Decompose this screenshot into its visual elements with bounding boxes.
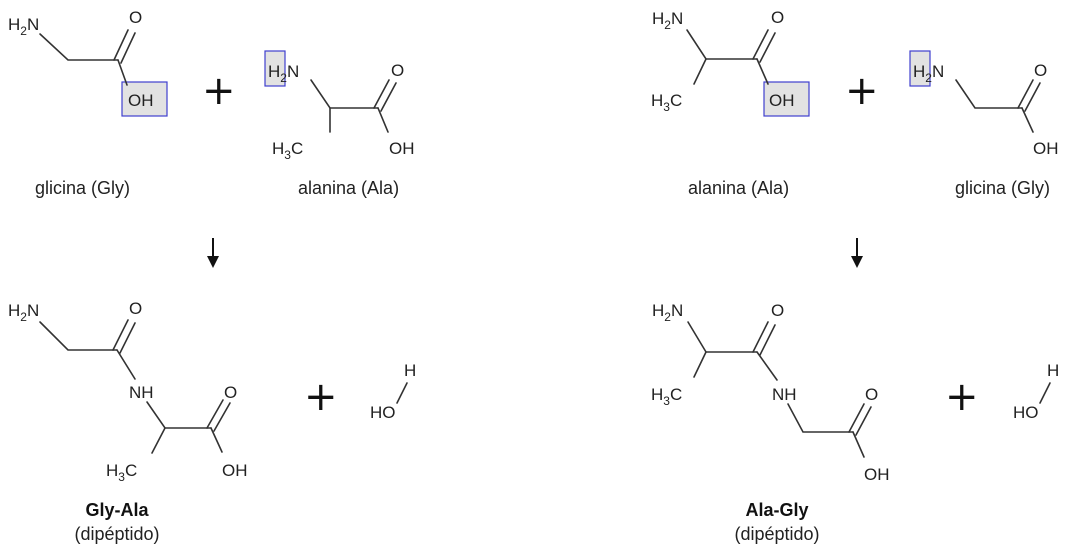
water-ho-label: HO: [1013, 403, 1039, 422]
hydroxyl-label: OH: [769, 91, 795, 110]
hydroxyl-label: OH: [1033, 139, 1059, 158]
h-highlight-box: [264, 50, 286, 87]
water-ho-label: HO: [370, 403, 396, 422]
glycine-molecule-right: H2N O OH: [909, 50, 1059, 158]
carbonyl-oxygen-label: O: [391, 61, 404, 80]
amino-group-label: H2N: [8, 15, 39, 38]
ala-gly-molecule: H2N O H3C NH O OH: [651, 301, 890, 484]
hydroxyl-label: OH: [864, 465, 890, 484]
hydroxyl-label: OH: [389, 139, 415, 158]
reaction-arrow-left: [207, 238, 219, 268]
carbonyl-oxygen-label: O: [771, 8, 784, 27]
carbonyl-oxygen-label: O: [129, 299, 142, 318]
amino-group-label: H2N: [268, 62, 299, 85]
reactant2-name: alanina (Ala): [298, 178, 399, 198]
amide-nh-label: NH: [772, 385, 797, 404]
plus-sign: +: [845, 68, 879, 114]
glycine-molecule-left: H2N O OH: [8, 8, 168, 117]
plus-sign: +: [304, 374, 338, 420]
product-type: (dipéptido): [734, 524, 819, 544]
reaction-arrow-right: [851, 238, 863, 268]
reactant1-name: alanina (Ala): [688, 178, 789, 198]
oh-highlight-box: [121, 81, 168, 117]
hydroxyl-label: OH: [222, 461, 248, 480]
alanine-molecule-left: H2N O H3C OH: [264, 50, 415, 162]
plus-sign: +: [945, 374, 979, 420]
water-h-label: H: [1047, 361, 1059, 380]
methyl-label: H3C: [651, 385, 682, 408]
hydroxyl-label: OH: [128, 91, 154, 110]
product-name: Ala-Gly: [745, 500, 808, 520]
water-h-label: H: [404, 361, 416, 380]
carbonyl-oxygen-label: O: [771, 301, 784, 320]
product-type: (dipéptido): [74, 524, 159, 544]
carbonyl-oxygen-label: O: [1034, 61, 1047, 80]
h-highlight-box: [909, 50, 931, 87]
reactant1-name: glicina (Gly): [35, 178, 130, 198]
alanine-molecule-right: H2N O H3C OH: [651, 8, 810, 117]
plus-sign: +: [202, 68, 236, 114]
carboxyl-oxygen-label: O: [224, 383, 237, 402]
amino-group-label: H2N: [8, 301, 39, 324]
methyl-label: H3C: [651, 91, 682, 114]
water-molecule-left: H HO: [370, 361, 416, 422]
carboxyl-oxygen-label: O: [865, 385, 878, 404]
amino-group-label: H2N: [652, 301, 683, 324]
carbonyl-oxygen-label: O: [129, 8, 142, 27]
methyl-label: H3C: [272, 139, 303, 162]
amino-group-label: H2N: [652, 9, 683, 32]
oh-highlight-box: [763, 81, 810, 117]
gly-ala-molecule: H2N O NH O H3C OH: [8, 299, 248, 484]
water-molecule-right: H HO: [1013, 361, 1059, 422]
amide-nh-label: NH: [129, 383, 154, 402]
reactant2-name: glicina (Gly): [955, 178, 1050, 198]
methyl-label: H3C: [106, 461, 137, 484]
amino-group-label: H2N: [913, 62, 944, 85]
product-name: Gly-Ala: [85, 500, 149, 520]
